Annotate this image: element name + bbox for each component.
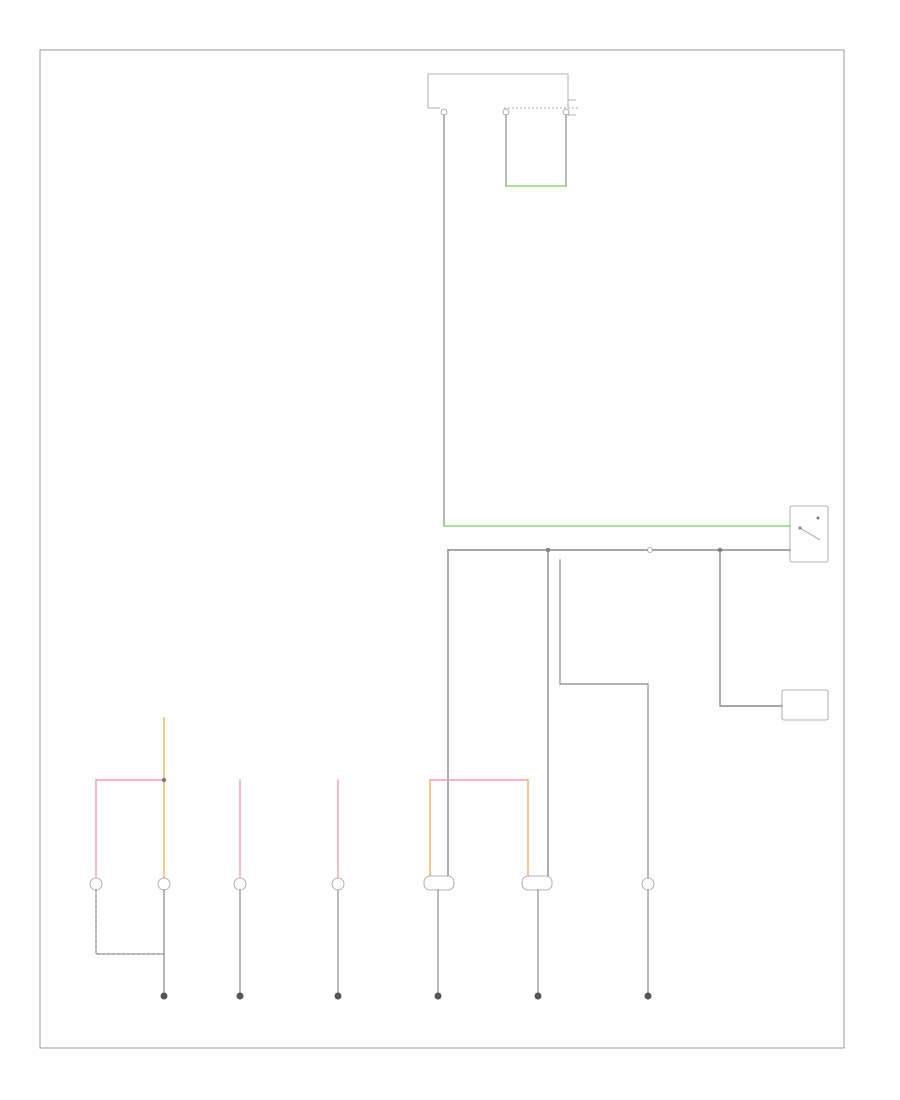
- lamp-high-stop: [641, 877, 655, 891]
- ground-point-2: [236, 992, 244, 1000]
- lamp-row: [89, 875, 655, 891]
- ground-point-1: [160, 992, 168, 1000]
- cruise-control-module: [781, 689, 829, 721]
- lamp-left-marker: [233, 877, 247, 891]
- connector-pin: [647, 547, 653, 553]
- fuse-block: [427, 73, 580, 116]
- brake-switch: [789, 505, 829, 563]
- ground-point-5: [534, 992, 542, 1000]
- cruise-branch: [719, 549, 783, 707]
- splice-3: [161, 777, 167, 783]
- ground-point-6: [644, 992, 652, 1000]
- ground-point-4: [434, 992, 442, 1000]
- diagram-frame: [39, 49, 845, 1049]
- lamp-left-tail: [423, 875, 455, 891]
- drop-high-stop: [559, 559, 649, 885]
- lamp-right-tail: [521, 875, 553, 891]
- lamp-right-marker: [331, 877, 345, 891]
- ground-wire-license-a: [95, 889, 165, 955]
- lamp-license: [89, 877, 171, 891]
- ground-point-3: [334, 992, 342, 1000]
